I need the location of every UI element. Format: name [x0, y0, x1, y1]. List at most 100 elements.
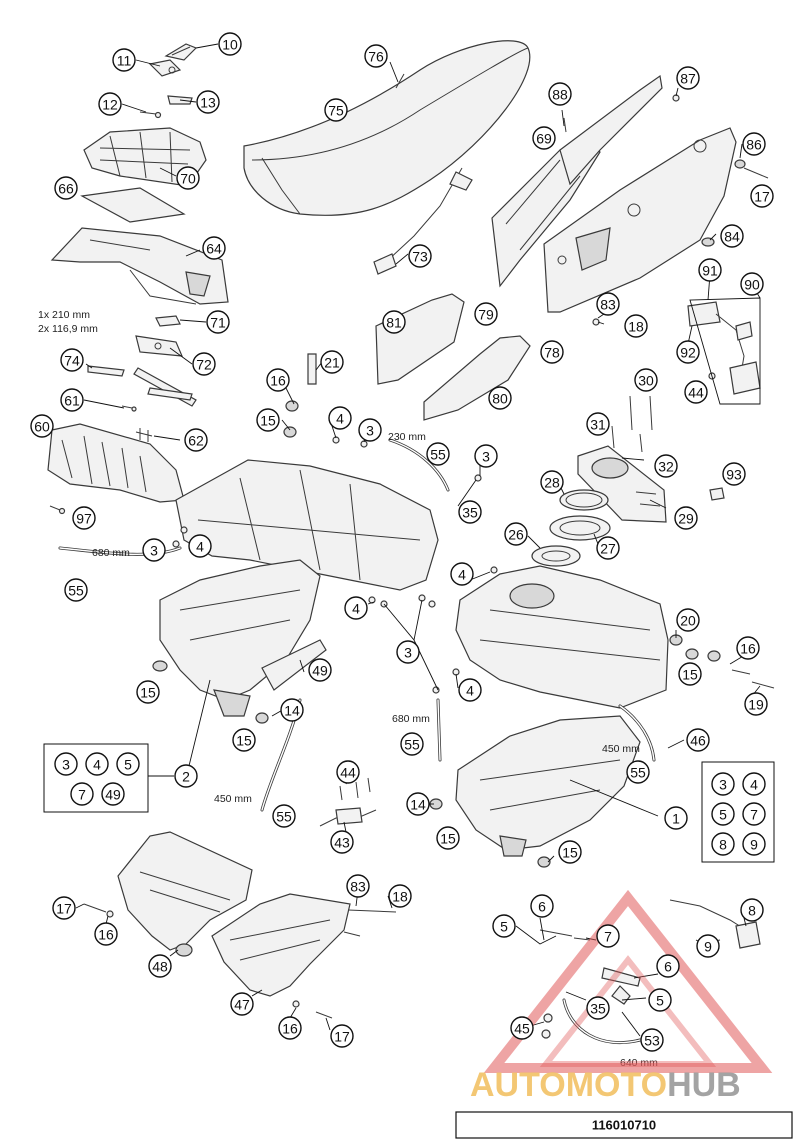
callout-label: 81	[386, 315, 402, 331]
callout-circle	[634, 368, 658, 392]
callout-circle	[586, 996, 610, 1020]
parts-artwork	[47, 40, 775, 1045]
dimension-text-d4: 680 mm	[92, 547, 130, 559]
callout-circle	[54, 176, 78, 200]
callout-label: 16	[282, 1021, 298, 1037]
fuel-tank-left-2	[159, 459, 439, 717]
callout-label: 44	[688, 385, 704, 401]
callout-circle	[308, 658, 332, 682]
callout-74: 74	[60, 348, 84, 372]
dimension-text-d3: 230 mm	[388, 431, 426, 443]
callout-circle	[196, 90, 220, 114]
callout-circle	[540, 340, 564, 364]
callout-label: 75	[328, 103, 344, 119]
screws-part-30	[611, 395, 653, 453]
group-callout-5: 5	[711, 802, 735, 826]
pin-part-62	[135, 428, 153, 442]
callout-circle	[72, 506, 96, 530]
callout-45: 45	[510, 1016, 534, 1040]
callout-circle	[676, 340, 700, 364]
group-box-2	[43, 743, 149, 813]
callout-circle	[711, 802, 735, 826]
callout-circle	[218, 32, 242, 56]
callout-3: 3	[142, 538, 166, 562]
hoses-55	[58, 438, 656, 1045]
callout-circle	[742, 132, 766, 156]
callout-label: 18	[628, 319, 644, 335]
dimension-text-d1: 1x 210 mm	[38, 309, 90, 321]
callout-label: 90	[744, 277, 760, 293]
callout-83: 83	[346, 874, 370, 898]
callout-19: 19	[744, 692, 768, 716]
callout-13: 13	[196, 90, 220, 114]
callout-label: 74	[64, 353, 80, 369]
group-callout-9: 9	[742, 832, 766, 856]
side-cover-right-78	[543, 127, 737, 313]
frame-part-64	[50, 227, 229, 305]
callout-label: 4	[196, 539, 204, 555]
callout-48: 48	[148, 954, 172, 978]
group-callout-7: 7	[70, 782, 94, 806]
callout-circle	[328, 406, 352, 430]
callout-circle	[596, 924, 620, 948]
callout-90: 90	[740, 272, 764, 296]
callout-circle	[596, 292, 620, 316]
callout-circle	[184, 428, 208, 452]
screw-part-97	[49, 505, 66, 515]
callout-circle	[711, 772, 735, 796]
callout-circle	[426, 442, 450, 466]
screw-part-88	[563, 117, 567, 133]
callout-label: 28	[544, 475, 560, 491]
callout-2: 2	[174, 764, 198, 788]
callout-circle	[676, 608, 700, 632]
callout-label: 83	[600, 297, 616, 313]
callout-circle	[176, 166, 200, 190]
callout-label: 31	[590, 417, 606, 433]
callout-label: 13	[200, 95, 216, 111]
watermark-text-b: HUB	[667, 1066, 741, 1104]
bracket-part-71	[155, 315, 181, 327]
callout-circle	[336, 760, 360, 784]
watermark-text-a: AUTOMOTO	[470, 1066, 667, 1104]
drawing-code: 116010710	[592, 1118, 656, 1133]
callout-79: 79	[474, 302, 498, 326]
callout-11: 11	[112, 48, 136, 72]
callout-label: 5	[124, 757, 132, 773]
callout-label: 72	[196, 357, 212, 373]
callout-44: 44	[336, 760, 360, 784]
callout-47: 47	[230, 992, 254, 1016]
callout-circle	[450, 562, 474, 586]
callout-label: 30	[638, 373, 654, 389]
callout-label: 7	[78, 787, 86, 803]
callout-label: 3	[719, 777, 727, 793]
callout-label: 83	[350, 879, 366, 895]
sticker-part-81	[375, 293, 465, 385]
callout-label: 97	[76, 511, 92, 527]
pump-cover-group-29	[577, 445, 667, 523]
dimension-text-d2: 2x 116,9 mm	[38, 323, 98, 335]
callout-label: 15	[440, 831, 456, 847]
callout-label: 19	[748, 697, 764, 713]
callout-label: 4	[750, 777, 758, 793]
callout-label: 27	[600, 541, 616, 557]
callout-27: 27	[596, 536, 620, 560]
callout-circle	[711, 832, 735, 856]
callout-circle	[510, 1016, 534, 1040]
screw-part-12	[139, 111, 162, 119]
callout-circle	[742, 772, 766, 796]
callout-label: 3	[404, 645, 412, 661]
callout-label: 12	[102, 97, 118, 113]
callout-label: 70	[180, 171, 196, 187]
callout-circle	[530, 894, 554, 918]
callout-81: 81	[382, 310, 406, 334]
callout-circle	[558, 840, 582, 864]
callout-circle	[85, 752, 109, 776]
callout-15: 15	[678, 662, 702, 686]
callout-15: 15	[232, 728, 256, 752]
callout-55: 55	[64, 578, 88, 602]
callout-label: 3	[150, 543, 158, 559]
callout-4: 4	[344, 596, 368, 620]
film-part-66	[80, 187, 186, 223]
callout-label: 49	[312, 663, 328, 679]
svg-text:AUTOMOTOHUB: AUTOMOTOHUB	[470, 1066, 741, 1104]
